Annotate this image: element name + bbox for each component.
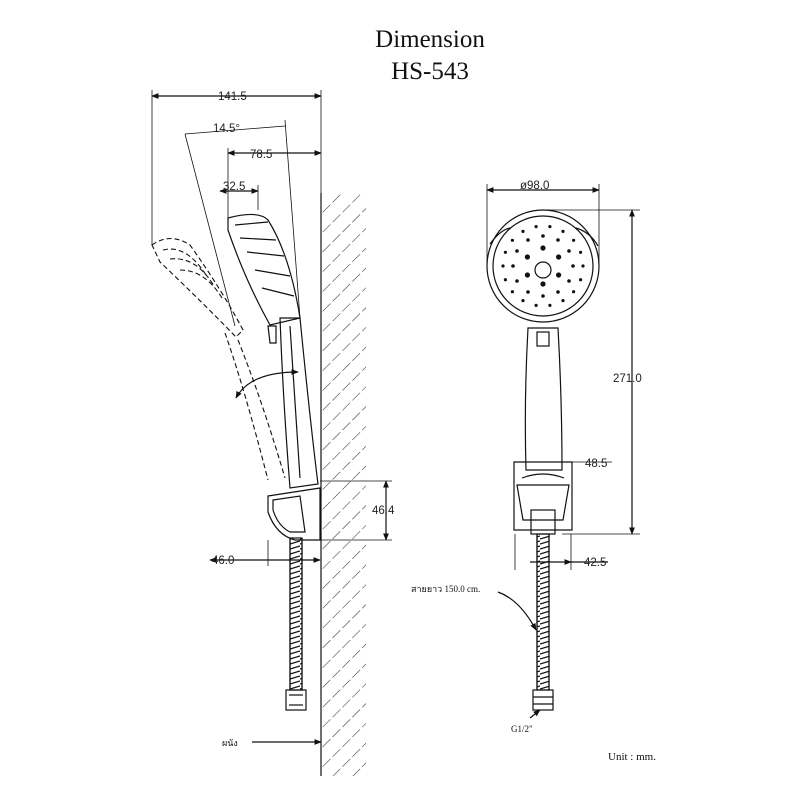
dim-head-diameter: ø98.0	[520, 180, 549, 192]
holder-front	[513, 461, 573, 531]
unit-note: Unit : mm.	[608, 751, 656, 763]
spray-nozzles	[501, 225, 585, 307]
spray-nozzle	[540, 281, 546, 287]
showerhead-side	[227, 213, 301, 326]
spray-nozzle	[524, 272, 531, 278]
spray-nozzle	[571, 264, 575, 268]
spray-nozzle	[503, 278, 507, 282]
spray-nozzle	[510, 290, 514, 294]
dim-holder-depth: 46.0	[212, 555, 234, 567]
thread-label: G1/2"	[511, 724, 533, 734]
diagram-title: Dimension	[375, 26, 485, 53]
dim-holder-width: 48.5	[585, 458, 607, 470]
model-number: HS-543	[391, 58, 469, 85]
spray-nozzle	[548, 225, 552, 229]
spray-nozzle	[556, 272, 562, 278]
spray-nozzle	[567, 279, 571, 283]
spray-nozzle	[534, 225, 538, 229]
wall-section	[321, 193, 366, 776]
dim-head-offset: 78.5	[250, 149, 272, 161]
spray-nozzle	[510, 238, 514, 242]
hose-nut-front	[532, 689, 554, 711]
dim-head-depth: 32.5	[223, 181, 245, 193]
spray-nozzle	[534, 303, 538, 307]
spray-nozzle	[556, 238, 560, 242]
spray-nozzle	[515, 249, 519, 253]
spray-nozzle	[572, 290, 576, 294]
spray-nozzle	[561, 299, 565, 303]
dim-total-length: 271.0	[613, 373, 642, 385]
spray-nozzle	[521, 299, 525, 303]
spray-nozzle	[526, 290, 530, 294]
spray-nozzle	[567, 249, 571, 253]
spray-nozzle	[556, 254, 562, 260]
spray-nozzle	[511, 264, 515, 268]
dim-holder-height: 46.4	[372, 505, 395, 517]
dim-side-total-width: 141.5	[218, 91, 247, 103]
spray-nozzle	[526, 238, 530, 242]
spray-nozzle	[579, 278, 583, 282]
spray-nozzle	[515, 279, 519, 283]
wall-holder	[267, 487, 321, 541]
spray-nozzle	[579, 250, 583, 254]
spray-nozzle	[521, 229, 525, 233]
wall-label: ผนัง	[222, 738, 238, 748]
spray-nozzle	[561, 229, 565, 233]
hose-length-label: สายยาว 150.0 cm.	[411, 584, 480, 594]
handle-front	[524, 327, 563, 471]
spray-nozzle	[581, 264, 585, 268]
hose-nut-side	[285, 689, 307, 711]
spray-nozzle	[541, 234, 545, 238]
spray-nozzle	[541, 294, 545, 298]
spray-nozzle	[540, 245, 546, 251]
spray-nozzle	[503, 250, 507, 254]
spray-nozzle	[524, 254, 531, 260]
dim-holder-base: 42.5	[584, 557, 606, 569]
spray-nozzle	[501, 264, 505, 268]
front-view	[486, 184, 640, 719]
dim-angle: 14.5°	[213, 123, 240, 135]
spray-nozzle	[548, 303, 552, 307]
side-view	[151, 90, 392, 776]
spray-nozzle	[556, 290, 560, 294]
hose-side	[289, 537, 303, 691]
rotated-head-outline	[151, 237, 286, 481]
hose-front	[536, 533, 550, 691]
spray-nozzle	[572, 238, 576, 242]
